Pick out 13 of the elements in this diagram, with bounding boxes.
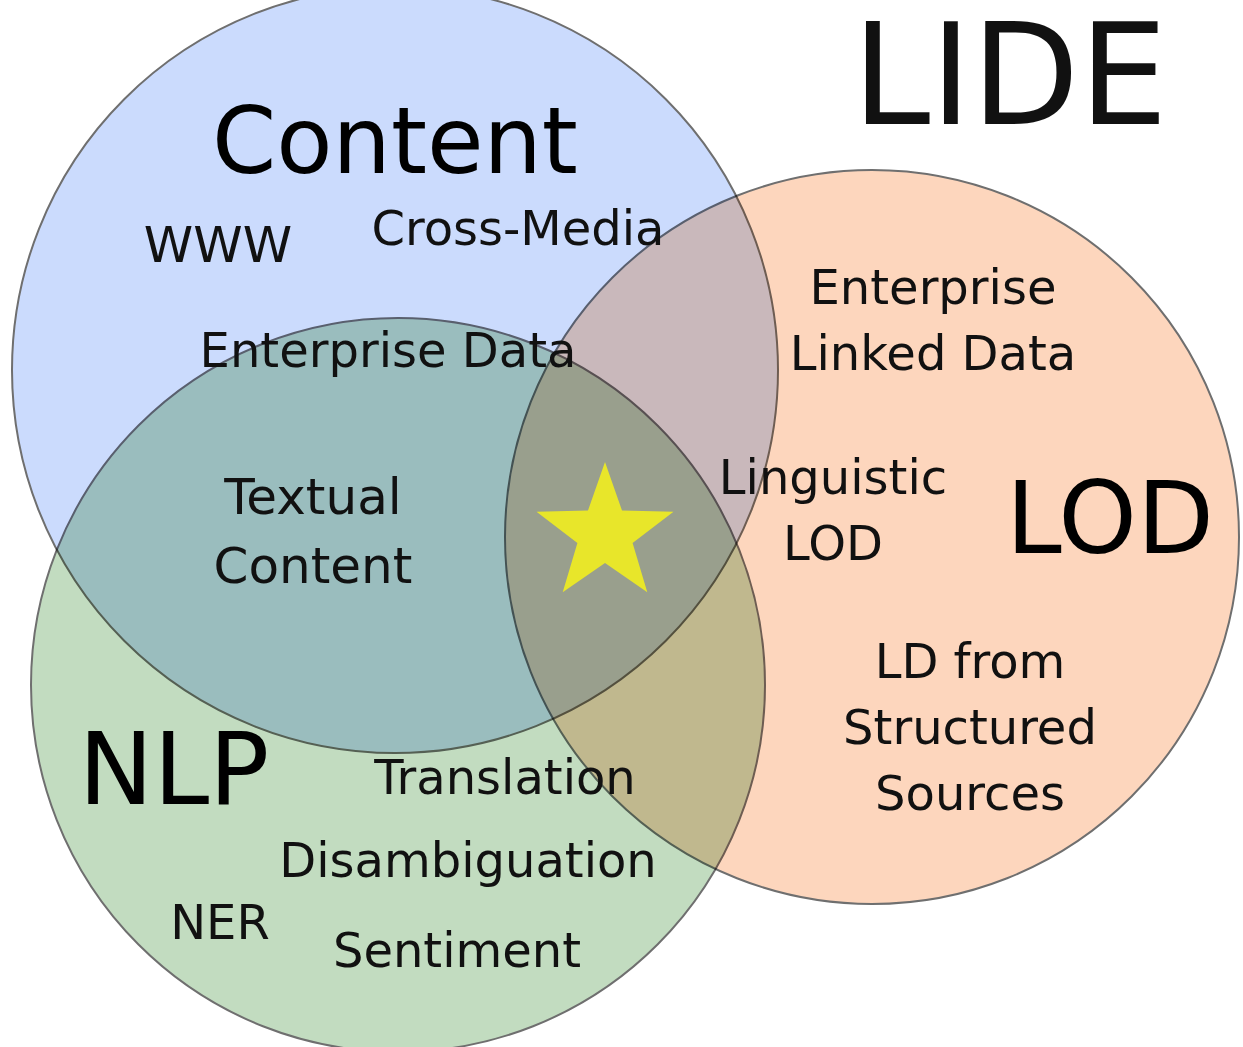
circle-title: LOD [1006, 469, 1214, 569]
venn-label: Textual Content [212, 467, 414, 597]
venn-label: Enterprise Data [199, 320, 577, 380]
venn-label: Sentiment [332, 920, 582, 980]
circle-title: Content [212, 96, 578, 188]
venn-label: LIDE [852, 1, 1168, 149]
venn-label: Disambiguation [279, 830, 657, 890]
venn-label: NER [170, 892, 270, 952]
venn-label: Cross-Media [371, 198, 665, 258]
venn-label: LD from Structured Sources [842, 631, 1098, 824]
circle-title: NLP [78, 720, 270, 820]
venn-label: Enterprise Linked Data [788, 257, 1078, 383]
venn-label: WWW [143, 214, 293, 276]
